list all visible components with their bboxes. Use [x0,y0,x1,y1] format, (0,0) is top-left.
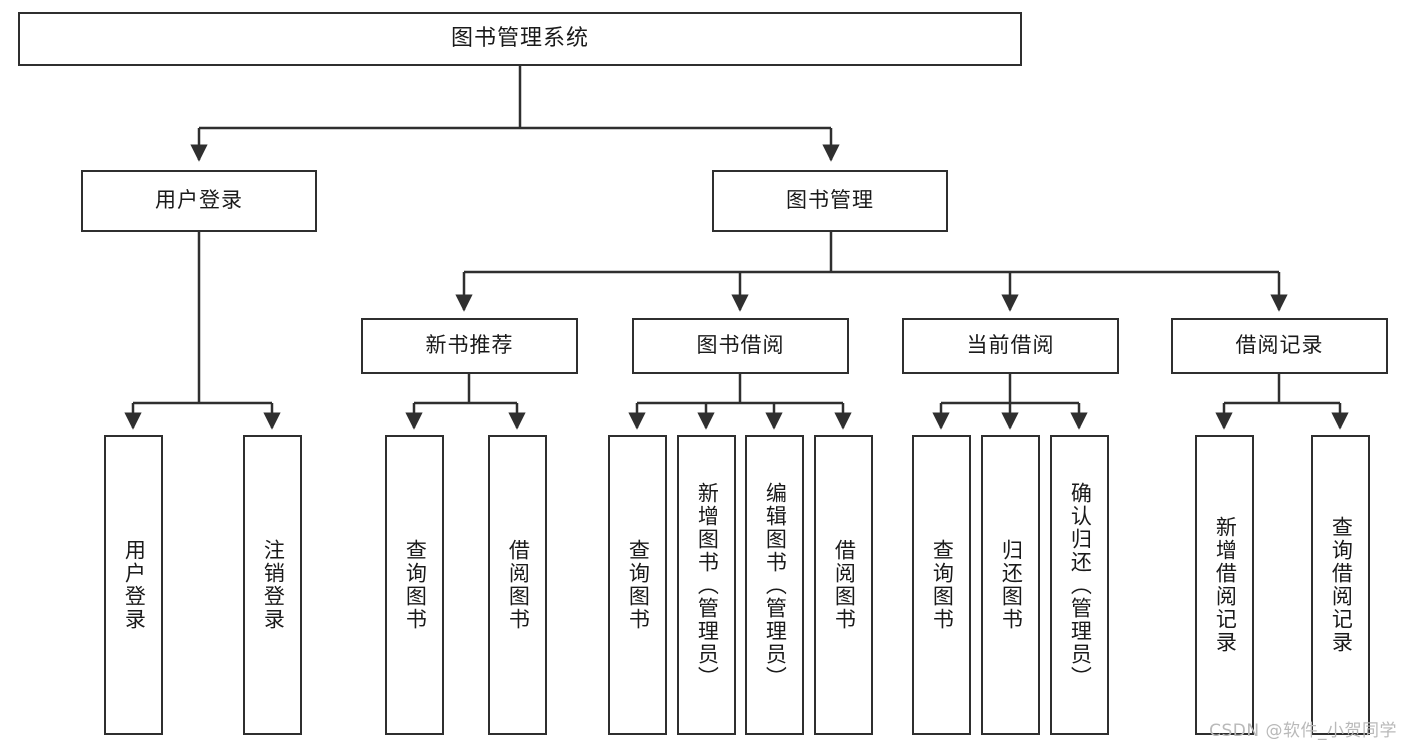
leaf-current-borrow-confirm[interactable]: 确认归还（管理员） [1050,435,1109,735]
node-current-borrow-label: 当前借阅 [966,333,1055,358]
node-root-label: 图书管理系统 [450,25,589,51]
leaf-borrow-record-add[interactable]: 新增借阅记录 [1195,435,1254,735]
leaf-user-login-login[interactable]: 用户登录 [104,435,163,735]
leaf-current-borrow-return[interactable]: 归还图书 [981,435,1040,735]
node-current-borrow[interactable]: 当前借阅 [902,318,1119,374]
node-user-login-label: 用户登录 [155,188,243,213]
leaf-book-borrow-edit[interactable]: 编辑图书（管理员） [745,435,804,735]
node-new-book-recommend-label: 新书推荐 [425,333,514,358]
node-book-management-label: 图书管理 [786,188,874,213]
leaf-new-book-query[interactable]: 查询图书 [385,435,444,735]
node-root[interactable]: 图书管理系统 [18,12,1022,66]
leaf-label: 用户登录 [122,539,147,631]
leaf-label: 归还图书 [999,539,1024,631]
node-book-borrow[interactable]: 图书借阅 [632,318,849,374]
leaf-label: 查询图书 [403,539,428,631]
leaf-label: 借阅图书 [506,539,531,631]
leaf-borrow-record-query[interactable]: 查询借阅记录 [1311,435,1370,735]
leaf-book-borrow-borrow[interactable]: 借阅图书 [814,435,873,735]
csdn-watermark: CSDN @软件_小贺同学 [1209,721,1397,741]
leaf-label: 确认归还（管理员） [1068,481,1093,689]
leaf-label: 注销登录 [261,539,286,631]
leaf-label: 查询图书 [626,539,651,631]
node-borrow-record-label: 借阅记录 [1235,333,1324,358]
leaf-new-book-borrow[interactable]: 借阅图书 [488,435,547,735]
leaf-label: 新增借阅记录 [1213,516,1238,654]
node-borrow-record[interactable]: 借阅记录 [1171,318,1388,374]
node-book-borrow-label: 图书借阅 [696,333,785,358]
leaf-book-borrow-add[interactable]: 新增图书（管理员） [677,435,736,735]
leaf-user-login-logout[interactable]: 注销登录 [243,435,302,735]
node-new-book-recommend[interactable]: 新书推荐 [361,318,578,374]
leaf-label: 新增图书（管理员） [695,481,720,689]
node-book-management[interactable]: 图书管理 [712,170,948,232]
leaf-current-borrow-query[interactable]: 查询图书 [912,435,971,735]
node-user-login[interactable]: 用户登录 [81,170,317,232]
leaf-book-borrow-query[interactable]: 查询图书 [608,435,667,735]
leaf-label: 查询图书 [930,539,955,631]
leaf-label: 查询借阅记录 [1329,516,1354,654]
leaf-label: 编辑图书（管理员） [763,481,788,689]
leaf-label: 借阅图书 [832,539,857,631]
